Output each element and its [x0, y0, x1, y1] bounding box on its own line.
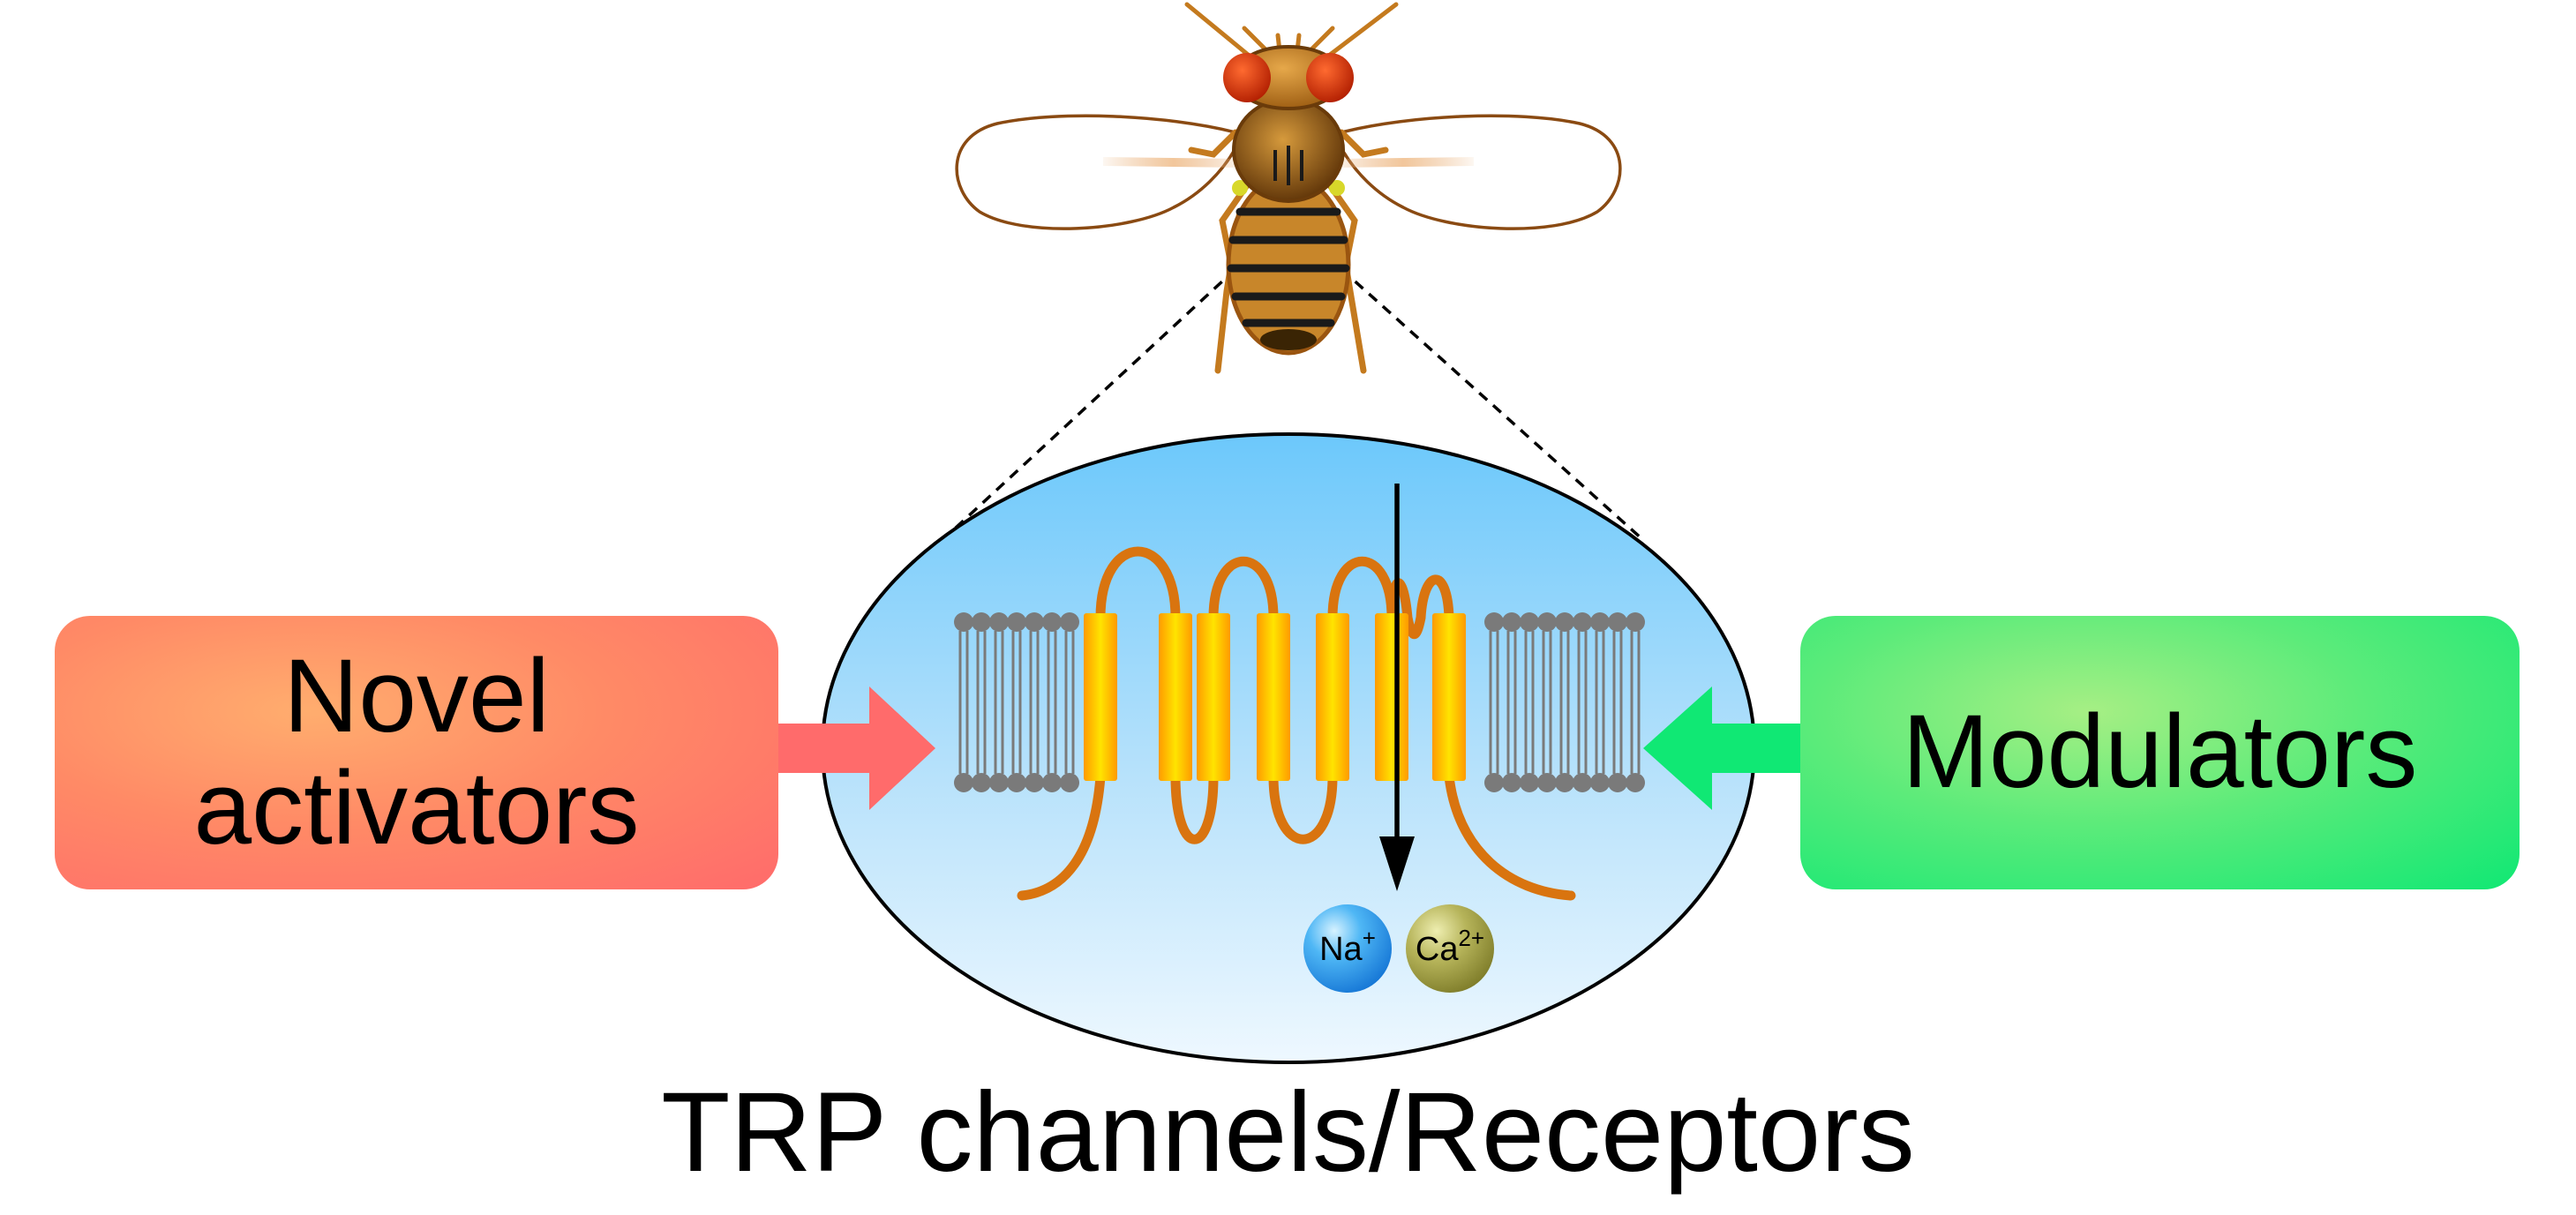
lipid-head — [1025, 773, 1044, 792]
lipid-head — [1520, 612, 1539, 632]
lipid-tail — [976, 631, 987, 774]
modulators-box: Modulators — [1800, 616, 2520, 889]
modulator-arrow — [1643, 686, 1805, 810]
lipid-tail — [994, 631, 1004, 774]
lipid-tail — [1630, 631, 1641, 774]
lipid-head — [1608, 612, 1627, 632]
novel-activators-line1: Novel — [283, 637, 550, 754]
lipid-head — [1626, 773, 1645, 792]
lipid-tail — [1612, 631, 1623, 774]
lipid-head — [1537, 773, 1557, 792]
svg-text:Ca2+: Ca2+ — [1416, 925, 1484, 968]
transmembrane-helices — [1084, 613, 1466, 781]
ion-channel-icon — [1017, 546, 1576, 901]
lipid-head — [1573, 612, 1592, 632]
lipid-head — [954, 612, 973, 632]
lipid-head — [1042, 773, 1062, 792]
lipid-head — [972, 773, 991, 792]
lipid-head — [1573, 773, 1592, 792]
lipid-tail — [958, 631, 969, 774]
lipid-head — [1060, 773, 1079, 792]
lipid-head — [1555, 773, 1574, 792]
lipid-head — [1590, 612, 1610, 632]
svg-text:Na+: Na+ — [1319, 925, 1376, 968]
ion-flow-arrow — [1379, 484, 1415, 891]
novel-activators-box: Novel activators — [55, 616, 778, 889]
lipid-head — [1537, 612, 1557, 632]
lipid-tail — [1577, 631, 1588, 774]
lipid-tail — [1595, 631, 1605, 774]
lipid-head — [972, 612, 991, 632]
lipid-tail — [1559, 631, 1570, 774]
lipid-head — [989, 612, 1009, 632]
activator-arrow — [777, 686, 935, 810]
lipid-tail — [1011, 631, 1022, 774]
calcium-ion: Ca2+ — [1406, 904, 1494, 993]
lipid-head — [1626, 612, 1645, 632]
lipid-head — [1484, 773, 1504, 792]
lipid-head — [989, 773, 1009, 792]
fruit-fly-icon — [955, 2, 1622, 374]
sodium-charge: + — [1363, 925, 1376, 951]
lipid-head — [1060, 612, 1079, 632]
lipid-head — [1025, 612, 1044, 632]
lipid-head — [1608, 773, 1627, 792]
lipid-bilayer-right — [1484, 612, 1645, 792]
lipid-tail — [1506, 631, 1517, 774]
lipid-head — [1484, 612, 1504, 632]
lipid-bilayer-left — [954, 612, 1079, 792]
modulators-label: Modulators — [1902, 694, 2418, 811]
lipid-head — [1042, 612, 1062, 632]
lipid-tail — [1489, 631, 1499, 774]
lipid-tail — [1064, 631, 1075, 774]
novel-activators-line2: activators — [193, 750, 640, 866]
sodium-ion: Na+ — [1303, 904, 1392, 993]
lipid-tail — [1524, 631, 1535, 774]
lipid-head — [954, 773, 973, 792]
lipid-head — [1520, 773, 1539, 792]
lipid-head — [1590, 773, 1610, 792]
novel-activators-label: Novel activators — [193, 637, 640, 866]
calcium-charge: 2+ — [1458, 925, 1484, 951]
lipid-head — [1502, 612, 1521, 632]
lipid-head — [1502, 773, 1521, 792]
lipid-head — [1007, 612, 1026, 632]
diagram-caption: TRP channels/Receptors — [661, 1069, 1915, 1196]
lipid-tail — [1047, 631, 1057, 774]
lipid-head — [1555, 612, 1574, 632]
lipid-tail — [1029, 631, 1040, 774]
calcium-symbol: Ca — [1416, 931, 1459, 968]
lipid-head — [1007, 773, 1026, 792]
zoom-lines — [941, 267, 1645, 542]
sodium-symbol: Na — [1319, 931, 1363, 968]
lipid-tail — [1542, 631, 1552, 774]
